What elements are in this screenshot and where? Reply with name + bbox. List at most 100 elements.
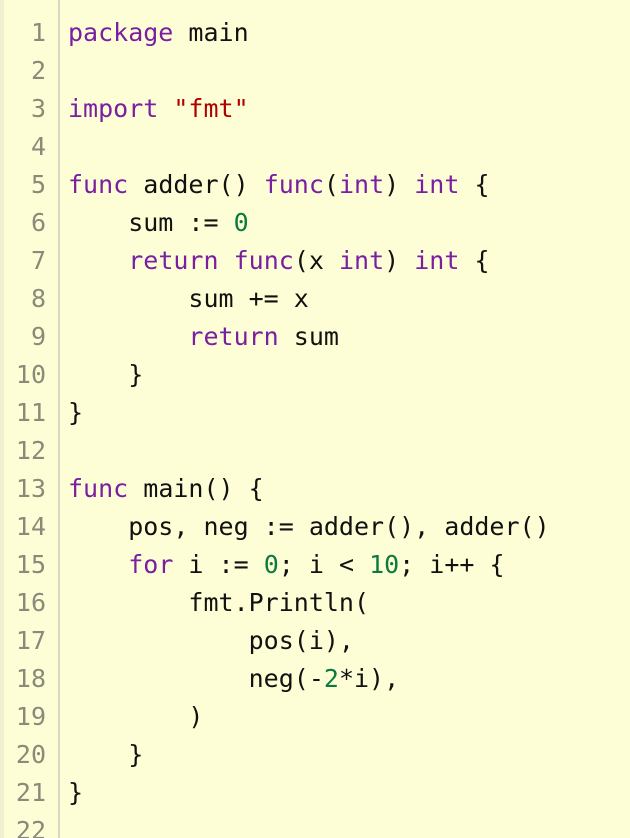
line-number: 6	[30, 208, 46, 237]
code-token: )	[384, 170, 415, 199]
keyword-token: func	[233, 246, 294, 275]
keyword-token: int	[338, 246, 385, 275]
line-number: 3	[30, 94, 46, 123]
line-number: 9	[30, 322, 46, 351]
line-number: 15	[15, 550, 46, 579]
keyword-token: package	[68, 18, 174, 47]
code-token: adder()	[128, 170, 264, 199]
code-line[interactable]: 14 pos, neg := adder(), adder()	[0, 508, 630, 546]
line-text: }	[68, 774, 83, 812]
code-token: sum += x	[68, 284, 309, 313]
code-token: ; i++ {	[399, 550, 505, 579]
code-token	[158, 94, 173, 123]
number-token: 0	[233, 208, 249, 237]
line-number: 7	[30, 246, 46, 275]
code-token: )	[68, 702, 204, 731]
keyword-token: import	[68, 94, 159, 123]
line-number-gutter	[0, 0, 60, 838]
line-number: 16	[15, 588, 46, 617]
line-text: }	[68, 356, 143, 394]
code-token: {	[459, 170, 490, 199]
line-text: neg(-2*i),	[68, 660, 400, 698]
keyword-token: int	[338, 170, 385, 199]
code-token: sum	[278, 322, 339, 351]
line-text: }	[68, 736, 143, 774]
line-text: import "fmt"	[68, 90, 249, 128]
code-line[interactable]: 1 package main	[0, 14, 630, 52]
code-line[interactable]: 10 }	[0, 356, 630, 394]
code-line[interactable]: 11}	[0, 394, 630, 432]
code-line[interactable]: 18 neg(-2*i),	[0, 660, 630, 698]
code-token: }	[68, 740, 144, 769]
code-token: }	[68, 360, 144, 389]
line-text: sum += x	[68, 280, 309, 318]
keyword-token: for	[128, 550, 174, 579]
line-number: 10	[15, 360, 46, 389]
code-line[interactable]: 21}	[0, 774, 630, 812]
code-token: ; i <	[278, 550, 370, 579]
code-line[interactable]: 4	[0, 128, 630, 166]
code-line[interactable]: 20 }	[0, 736, 630, 774]
string-token: "fmt"	[173, 94, 249, 123]
code-token: }	[68, 778, 84, 807]
code-token: )	[384, 246, 415, 275]
code-line[interactable]: 13 func main() {	[0, 470, 630, 508]
code-line[interactable]: 17 pos(i),	[0, 622, 630, 660]
line-number: 1	[30, 18, 46, 47]
code-line[interactable]: 12	[0, 432, 630, 470]
code-line[interactable]: 15 for i := 0; i < 10; i++ {	[0, 546, 630, 584]
line-number: 2	[30, 56, 46, 85]
code-token: (	[323, 170, 339, 199]
code-token: {	[459, 246, 490, 275]
line-number: 21	[15, 778, 46, 807]
keyword-token: int	[414, 170, 460, 199]
line-number: 17	[15, 626, 46, 655]
code-line[interactable]: 16 fmt.Println(	[0, 584, 630, 622]
line-number: 11	[15, 398, 46, 427]
line-text: pos(i),	[68, 622, 354, 660]
line-text: return sum	[68, 318, 339, 356]
line-number: 18	[15, 664, 46, 693]
code-token: main	[173, 18, 249, 47]
keyword-token: func	[263, 170, 324, 199]
line-text: package main	[68, 14, 249, 52]
code-line[interactable]: 22	[0, 812, 630, 838]
code-line[interactable]: 9 return sum	[0, 318, 630, 356]
code-line[interactable]: 19 )	[0, 698, 630, 736]
keyword-token: func	[68, 474, 129, 503]
keyword-token: int	[414, 246, 460, 275]
line-number: 22	[15, 816, 46, 838]
code-token: sum :=	[68, 208, 234, 237]
line-number: 8	[30, 284, 46, 313]
code-token	[68, 246, 128, 275]
number-token: 10	[369, 550, 400, 579]
code-token: *i),	[338, 664, 400, 693]
line-number: 13	[15, 474, 46, 503]
line-number: 12	[15, 436, 46, 465]
line-text: }	[68, 394, 83, 432]
code-token: pos(i),	[68, 626, 354, 655]
code-line[interactable]: 8 sum += x	[0, 280, 630, 318]
line-text: return func(x int) int {	[68, 242, 490, 280]
code-token	[68, 550, 128, 579]
code-line[interactable]: 2	[0, 52, 630, 90]
code-line[interactable]: 6 sum := 0	[0, 204, 630, 242]
code-token: (x	[293, 246, 339, 275]
code-token: neg(-	[68, 664, 324, 693]
line-text: )	[68, 698, 203, 736]
line-text: func adder() func(int) int {	[68, 166, 490, 204]
line-number: 19	[15, 702, 46, 731]
code-token: pos, neg := adder(), adder()	[68, 512, 550, 541]
code-token: fmt.Println(	[68, 588, 370, 617]
line-number: 4	[30, 132, 46, 161]
code-line[interactable]: 7 return func(x int) int {	[0, 242, 630, 280]
line-text: fmt.Println(	[68, 584, 369, 622]
code-token: i :=	[173, 550, 264, 579]
line-text: func main() {	[68, 470, 264, 508]
code-line[interactable]: 3 import "fmt"	[0, 90, 630, 128]
gutter-edge	[0, 0, 4, 838]
line-number: 20	[15, 740, 46, 769]
